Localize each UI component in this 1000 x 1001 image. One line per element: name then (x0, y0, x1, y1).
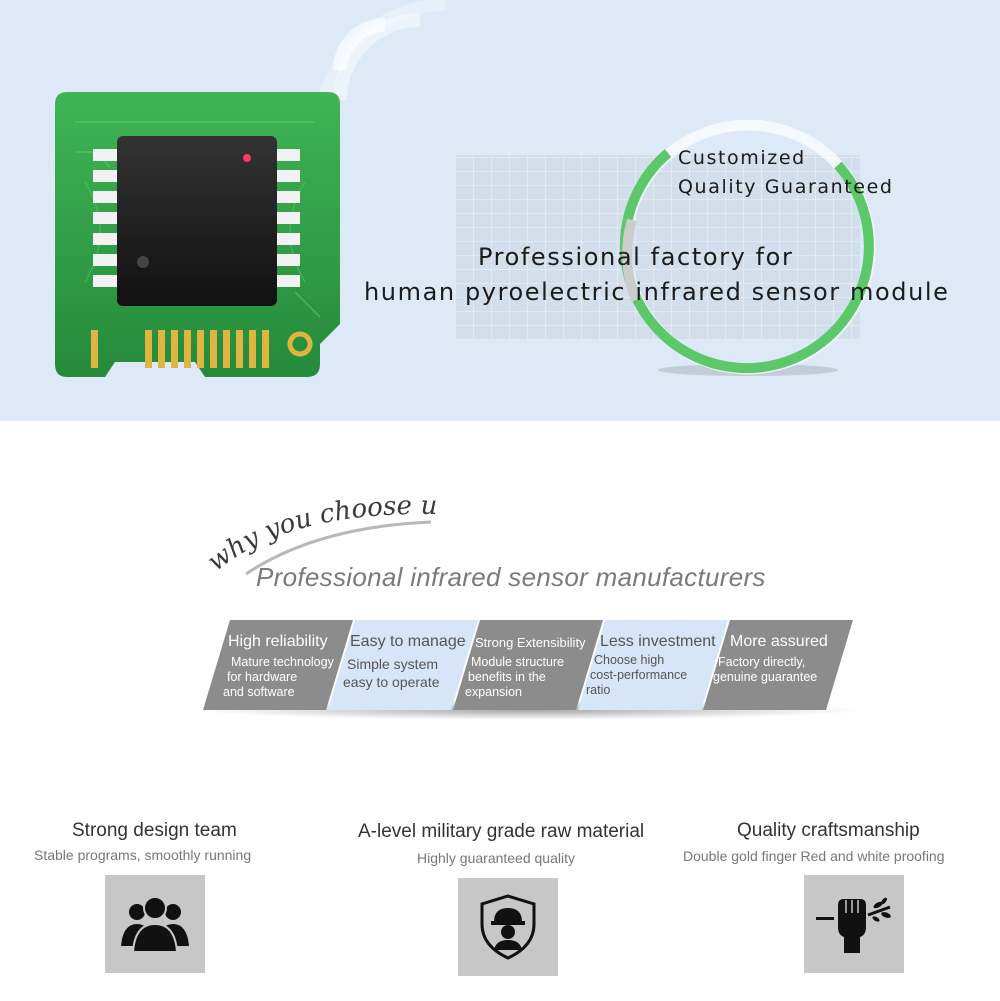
pcb-chip-image (55, 92, 340, 377)
fist-branch-icon (816, 897, 891, 953)
worker-shield-icon (480, 894, 536, 960)
team-icon-box (105, 875, 205, 973)
advantage-less-investment: Less investment Choose high cost-perform… (578, 620, 728, 710)
fist-branch-icon-box (804, 875, 904, 973)
feature-title-craftsmanship: Quality craftsmanship (737, 820, 920, 841)
advantage-desc: Module structure benefits in the expansi… (465, 655, 565, 699)
worker-shield-icon-box (458, 878, 558, 976)
why-choose-us-heading: why you choose us (206, 492, 436, 577)
advantage-desc: Mature technology for hardware and softw… (223, 655, 334, 699)
hero-tagline-customized: Customized (678, 147, 806, 169)
advantage-title: High reliability (228, 633, 328, 650)
feature-title-design-team: Strong design team (72, 820, 237, 841)
advantage-easy-to-manage: Easy to manage Simple system easy to ope… (328, 620, 478, 710)
hero-banner: Customized Quality Guaranteed Profession… (0, 0, 1000, 421)
hero-headline-line2: human pyroelectric infrared sensor modul… (364, 278, 950, 306)
advantage-title: Strong Extensibility (475, 635, 586, 650)
quality-ring (619, 120, 876, 376)
advantages-strip: High reliability Mature technology for h… (193, 620, 863, 720)
feature-title-raw-material: A-level military grade raw material (358, 821, 645, 842)
why-subtitle: Professional infrared sensor manufacture… (256, 562, 766, 592)
feature-desc-craftsmanship: Double gold finger Red and white proofin… (683, 848, 945, 864)
advantage-strong-extensibility: Strong Extensibility Module structure be… (453, 620, 603, 710)
advantage-more-assured: More assured Factory directly, genuine g… (703, 620, 853, 710)
team-icon (121, 896, 189, 953)
advantage-desc: Simple system easy to operate (343, 656, 440, 690)
advantage-title: Easy to manage (350, 633, 466, 650)
advantage-title: Less investment (600, 633, 716, 650)
hero-tagline-quality: Quality Guaranteed (678, 176, 894, 198)
advantage-high-reliability: High reliability Mature technology for h… (203, 620, 353, 710)
feature-desc-design-team: Stable programs, smoothly running (34, 847, 252, 863)
hero-headline-line1: Professional factory for (478, 243, 794, 271)
advantage-title: More assured (730, 633, 828, 650)
advantage-desc: Choose high cost-performance ratio (586, 653, 688, 697)
feature-desc-raw-material: Highly guaranteed quality (417, 850, 575, 866)
advantage-desc: Factory directly, genuine guarantee (713, 655, 818, 684)
circuit-board-background (455, 155, 860, 340)
